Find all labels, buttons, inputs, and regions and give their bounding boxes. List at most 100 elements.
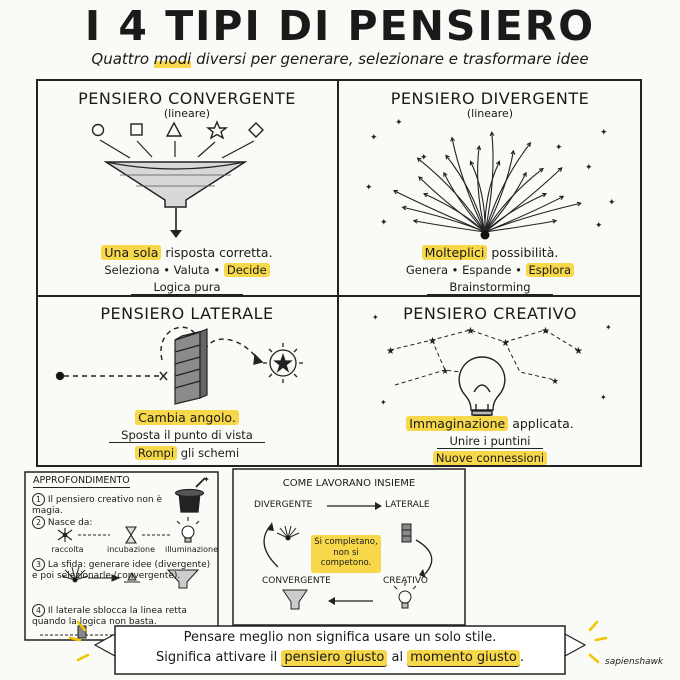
- creative-line1: Immaginazione applicata.: [340, 416, 640, 431]
- burst-arrowhead: [450, 136, 455, 142]
- signature: sapienshawk: [605, 657, 664, 667]
- burst-arrowhead: [416, 157, 422, 163]
- burst-ray: [445, 155, 486, 233]
- svg-text:★: ★: [574, 346, 583, 357]
- burst-ray: [484, 142, 531, 233]
- burst-arrowhead: [576, 201, 582, 207]
- svg-text:★: ★: [541, 326, 550, 337]
- divergent-line1: Molteplici possibilità.: [340, 245, 640, 260]
- svg-text:★: ★: [428, 336, 437, 347]
- mini-wall-icon: [40, 625, 120, 639]
- burst-arrowhead: [443, 171, 448, 177]
- burst-star: ✦: [595, 221, 603, 231]
- constellation-stars: ★★ ★★ ★★ ★★ ✦✦ ✦✦: [372, 313, 612, 407]
- burst-arrowhead: [412, 218, 418, 224]
- svg-text:★: ★: [441, 367, 449, 377]
- burst-arrowhead: [510, 149, 516, 155]
- burst-arrowhead: [418, 176, 423, 181]
- burst-ray: [484, 193, 547, 233]
- burst-ray: [413, 220, 486, 233]
- together-convergent: CONVERGENTE: [262, 576, 331, 586]
- together-heading: COME LAVORANO INSIEME: [282, 478, 416, 489]
- convergent-verbs: Seleziona • Valuta • Decide: [37, 263, 337, 277]
- together-center-text: Si completano, non si competono.: [314, 537, 378, 569]
- origin-dot: [480, 230, 490, 240]
- burst-ray: [418, 176, 486, 233]
- lateral-title: PENSIERO LATERALE: [100, 304, 274, 323]
- divergent-title: PENSIERO DIVERGENTE: [390, 89, 590, 108]
- burst-arrowhead: [557, 167, 563, 172]
- burst-ray: [393, 190, 486, 233]
- funnel-icon: [103, 161, 248, 238]
- svg-text:✦: ✦: [600, 393, 607, 402]
- burst-ray: [484, 220, 557, 233]
- stage-label-2: incubazione: [106, 545, 156, 554]
- burst-ray: [484, 167, 563, 233]
- together-creative: CREATIVO: [383, 576, 428, 586]
- cycle-bulb-icon: [393, 582, 417, 609]
- deepdive-point-2: 2 Nasce da:: [32, 516, 182, 529]
- burst-arrowhead: [526, 141, 532, 147]
- mini-burst-funnel-icon: [61, 566, 200, 589]
- svg-text:★: ★: [501, 338, 510, 349]
- divergent-burst-icon: ✦✦✦✦✦✦✦✦✦✦: [365, 118, 616, 233]
- convergent-bottom: Logica pura: [37, 280, 337, 295]
- burst-arrowhead: [476, 145, 482, 151]
- svg-text:✦: ✦: [380, 398, 387, 407]
- burst-star: ✦: [380, 218, 388, 228]
- burst-arrowhead: [552, 218, 558, 224]
- burst-ray: [443, 172, 486, 233]
- lateral-line3: Rompi gli schemi: [37, 446, 337, 460]
- svg-text:★: ★: [386, 346, 395, 357]
- divergent-verbs: Genera • Espande • Esplora: [340, 263, 640, 277]
- burst-star: ✦: [600, 128, 608, 138]
- convergent-subtitle: (lineare): [163, 107, 211, 120]
- banner-line-2: Significa attivare il pensiero giusto al…: [156, 650, 524, 667]
- brick-wall-icon: [174, 328, 208, 405]
- divergent-bottom: Brainstorming: [340, 280, 640, 295]
- burst-star: ✦: [555, 143, 563, 153]
- stage-icons: [57, 517, 200, 544]
- cycle-funnel-icon: [282, 589, 308, 610]
- deepdive-heading: APPROFONDIMENTO: [33, 475, 130, 488]
- divergent-subtitle: (lineare): [466, 107, 514, 120]
- together-frame: [232, 468, 466, 626]
- burst-ray: [402, 206, 486, 233]
- deepdive-point-1: 1 Il pensiero creativo non è magia.: [32, 493, 162, 516]
- convergent-title: PENSIERO CONVERGENTE: [78, 89, 296, 108]
- lateral-path-icon: [55, 326, 264, 381]
- burst-arrowhead: [489, 131, 495, 137]
- together-divergent: DIVERGENTE: [254, 500, 313, 510]
- burst-ray: [484, 202, 581, 233]
- burst-star: ✦: [420, 153, 428, 163]
- burst-star: ✦: [395, 118, 403, 128]
- together-lateral: LATERALE: [385, 500, 430, 510]
- burst-ray: [484, 150, 514, 233]
- burst-arrowhead: [538, 167, 544, 173]
- stage-label-1: raccolta: [51, 545, 84, 554]
- cycle-arrows: [263, 502, 433, 605]
- svg-text:★: ★: [551, 377, 559, 387]
- deepdive-point-3: 3 La sfida: generare idee (divergente) e…: [32, 558, 211, 581]
- page-title: I 4 TIPI DI PENSIERO: [84, 2, 596, 50]
- convergent-line1: Una sola risposta corretta.: [37, 245, 337, 260]
- burst-arrowhead: [445, 154, 450, 160]
- burst-star: ✦: [365, 183, 373, 193]
- burst-arrowhead: [522, 171, 527, 177]
- cycle-burst-icon: [276, 525, 300, 541]
- burst-arrowhead: [469, 160, 475, 166]
- svg-text:★: ★: [466, 326, 475, 337]
- burst-arrowhead: [401, 205, 407, 211]
- burst-star: ✦: [608, 198, 616, 208]
- svg-text:✦: ✦: [372, 313, 379, 322]
- lateral-line2: Sposta il punto di vista: [37, 428, 337, 443]
- creative-line3: Nuove connessioni: [340, 451, 640, 465]
- banner-line-1: Pensare meglio non significa usare un so…: [183, 630, 497, 645]
- burst-ray: [484, 168, 544, 233]
- magic-hat-icon: ✦: [174, 475, 210, 513]
- page-subtitle: Quattro modi diversi per generare, selez…: [91, 50, 589, 68]
- deepdive-point-4: 4 Il laterale sblocca la linea retta qua…: [32, 604, 187, 627]
- burst-ray: [484, 161, 500, 233]
- burst-star: ✦: [370, 133, 378, 143]
- svg-text:✦: ✦: [203, 475, 210, 484]
